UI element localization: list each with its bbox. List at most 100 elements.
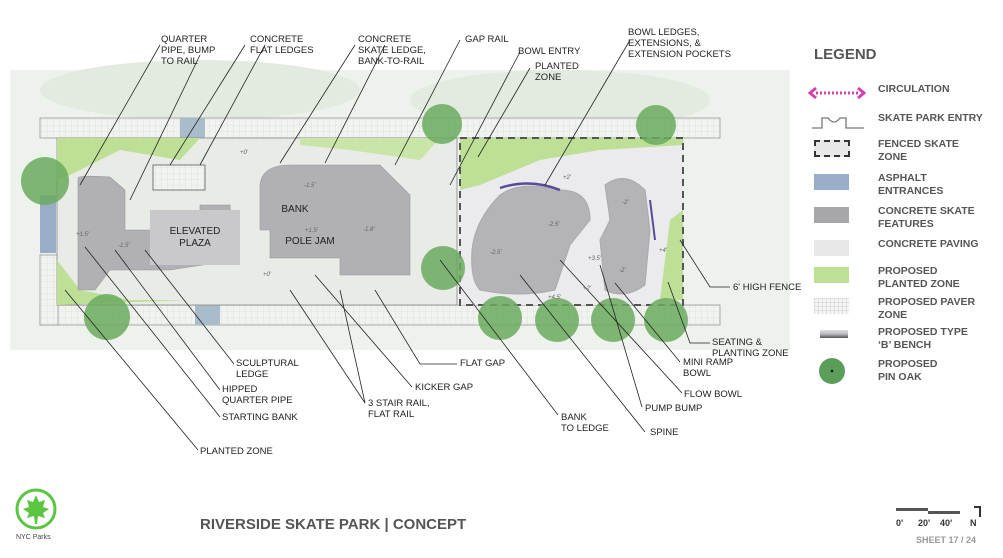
callout-high-fence: 6' HIGH FENCE: [733, 282, 802, 293]
bench-icon: [820, 330, 848, 338]
flat-ledge: [152, 164, 206, 191]
callout-sculptural-ledge: SCULPTURAL LEDGE: [236, 358, 299, 380]
legend-item-concrete-paving: CONCRETE PAVING: [808, 238, 998, 268]
elevation-label: -2': [619, 268, 626, 274]
site-plan: [10, 39, 790, 451]
elevation-label: +0': [240, 150, 248, 156]
legend-label: SKATE PARK ENTRY: [878, 112, 983, 124]
callout-mini-ramp-bowl: MINI RAMP BOWL: [683, 357, 734, 379]
planted-zone: [57, 260, 190, 305]
elevation-label: +2': [563, 175, 571, 181]
callout-seating-planting: SEATING & PLANTING ZONE: [712, 337, 789, 359]
paver-zone-top: [39, 117, 721, 139]
concrete-skate-feature: [259, 164, 411, 276]
planted-zone: [57, 138, 200, 180]
paver-zone-left: [39, 254, 59, 326]
asphalt-entrance: [40, 195, 56, 253]
circulation-arrow-icon: [808, 86, 866, 100]
planted-zone: [660, 210, 683, 300]
callout-bank-to-ledge: BANK TO LEDGE: [561, 412, 609, 434]
plan-label-pole-jam: POLE JAM: [285, 236, 335, 247]
callout-quarter-pipe: QUARTER PIPE, BUMP TO RAIL: [161, 34, 216, 67]
north-arrow-icon: [974, 506, 981, 517]
legend-item-fenced-zone: FENCED SKATE ZONE: [808, 138, 998, 168]
fenced-skate-zone: [459, 137, 684, 306]
asphalt-swatch-icon: [814, 174, 849, 190]
scale-bar: [896, 506, 981, 517]
plan-label-elevated-plaza: ELEVATED PLAZA: [169, 226, 221, 249]
callout-kicker-gap: KICKER GAP: [415, 382, 474, 393]
legend-label: CIRCULATION: [878, 83, 950, 95]
elevation-label: +4': [659, 248, 667, 254]
concrete-paving-swatch-icon: [814, 240, 849, 256]
elevation-label: +3.5': [588, 256, 601, 262]
legend-label: PROPOSED PLANTED ZONE: [878, 265, 960, 290]
elevation-label: -1.8': [363, 227, 375, 233]
elevated-plaza: [150, 210, 240, 265]
legend-label: PROPOSED TYPE ‘B’ BENCH: [878, 326, 968, 351]
scale-tick: 40': [940, 518, 953, 528]
elevation-label: -2.5': [490, 250, 502, 256]
sheet-number: SHEET 17 / 24: [916, 535, 977, 545]
legend-label: CONCRETE SKATE FEATURES: [878, 205, 975, 230]
north-label: N: [970, 518, 977, 528]
elevation-label: +1.5': [305, 228, 318, 234]
dashed-box-icon: [814, 140, 850, 157]
callout-bowl-entry: BOWL ENTRY: [518, 46, 581, 57]
callout-pump-bump: PUMP BUMP: [645, 403, 703, 414]
legend-item-concrete-features: CONCRETE SKATE FEATURES: [808, 205, 998, 235]
asphalt-entrance: [195, 305, 220, 325]
callout-flow-bowl: FLOW BOWL: [684, 389, 743, 400]
legend-label: FENCED SKATE ZONE: [878, 138, 959, 163]
elevation-label: +2': [583, 286, 591, 292]
sheet-title: RIVERSIDE SKATE PARK | CONCEPT: [200, 516, 467, 533]
plan-label-bank: BANK: [281, 204, 309, 215]
callout-gap-rail: GAP RAIL: [465, 34, 509, 45]
pin-oak-trees: [21, 104, 688, 342]
callout-stair-rail: 3 STAIR RAIL, FLAT RAIL: [368, 398, 430, 420]
elevation-label: +4.5': [548, 295, 561, 301]
callout-flat-gap: FLAT GAP: [460, 358, 506, 369]
callout-bowl-ledges: BOWL LEDGES, EXTENSIONS, & EXTENSION POC…: [628, 27, 731, 60]
planted-zone-swatch-icon: [814, 267, 849, 283]
elevation-label: -2': [622, 200, 629, 206]
legend-item-circulation: CIRCULATION: [808, 83, 998, 113]
legend-item-entry: SKATE PARK ENTRY: [808, 112, 998, 142]
asphalt-entrance: [180, 118, 205, 138]
callout-hipped-quarter-pipe: HIPPED QUARTER PIPE: [222, 384, 293, 406]
legend-item-pin-oak: PROPOSED PIN OAK: [808, 358, 998, 388]
legend-item-planted-zone: PROPOSED PLANTED ZONE: [808, 265, 998, 295]
bowl-ledge: [649, 199, 656, 241]
legend-label: PROPOSED PAVER ZONE: [878, 296, 976, 321]
elevation-label: -1.5': [118, 243, 130, 249]
nyc-parks-logo: [15, 488, 57, 530]
legend-label: ASPHALT ENTRANCES: [878, 172, 944, 197]
callout-flat-ledges: CONCRETE FLAT LEDGES: [250, 34, 314, 56]
legend-title: LEGEND: [814, 46, 877, 63]
legend-label: PROPOSED PIN OAK: [878, 358, 938, 383]
callout-planted-zone-bottom: PLANTED ZONE: [200, 446, 273, 457]
paver-grid-icon: [814, 298, 849, 314]
elevation-label: +0': [263, 272, 271, 278]
legend-item-paver-zone: PROPOSED PAVER ZONE: [808, 296, 998, 326]
elevation-label: -1.5': [304, 183, 316, 189]
scale-tick: 0': [896, 518, 904, 528]
callout-starting-bank: STARTING BANK: [222, 412, 298, 423]
pin-oak-icon: [819, 358, 845, 384]
elevation-label: +1.5': [76, 232, 89, 238]
concrete-features-swatch-icon: [814, 207, 849, 223]
logo-text: NYC Parks: [16, 534, 51, 541]
callout-spine: SPINE: [650, 427, 679, 438]
skate-entry-icon: [812, 117, 864, 129]
legend-item-bench: PROPOSED TYPE ‘B’ BENCH: [808, 326, 998, 356]
elevation-label: -2.5': [548, 222, 560, 228]
callout-leaders: [64, 39, 730, 451]
legend-item-asphalt: ASPHALT ENTRANCES: [808, 172, 998, 202]
callout-planted-zone-top: PLANTED ZONE: [535, 61, 579, 83]
legend-label: CONCRETE PAVING: [878, 238, 979, 250]
callout-skate-ledge: CONCRETE SKATE LEDGE, BANK-TO-RAIL: [358, 34, 426, 67]
scale-tick: 20': [918, 518, 931, 528]
bowl-ledge: [499, 182, 561, 192]
planted-zone: [460, 138, 683, 190]
